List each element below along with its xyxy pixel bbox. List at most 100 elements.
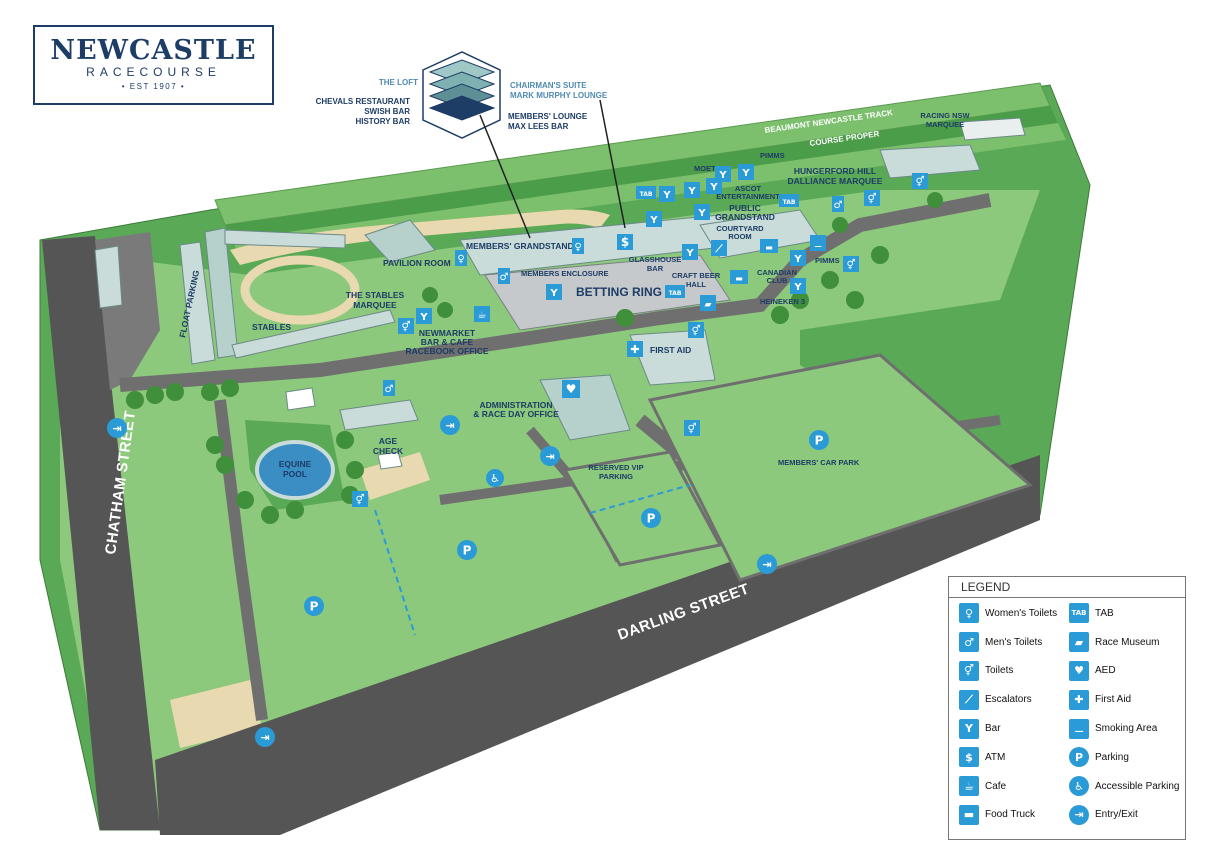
glasshouse-label: GLASSHOUSE (629, 255, 682, 264)
toilets-icon: ⚥ (688, 322, 704, 338)
svg-text:P: P (647, 512, 656, 526)
first-aid-icon: ✚ (1069, 689, 1089, 710)
legend-item: ♂Men's Toilets (959, 628, 1071, 657)
building-float-shed-2 (179, 241, 216, 365)
legend-item: ⇥Entry/Exit (1069, 801, 1181, 830)
food-truck-icon: ▬ (760, 239, 778, 253)
newcastle-racecourse-logo: NEWCASTLE RACECOURSE • EST 1907 • (33, 25, 274, 105)
svg-text:Y: Y (793, 282, 802, 293)
toilets-icon: ⚥ (684, 420, 700, 436)
svg-text:Y: Y (419, 312, 428, 323)
members-car-park-label: MEMBERS' CAR PARK (778, 458, 860, 467)
legend-item-label: Men's Toilets (985, 636, 1043, 648)
bar-icon: Y (659, 186, 675, 202)
svg-text:⚥: ⚥ (401, 321, 410, 333)
svg-text:⚥: ⚥ (915, 176, 924, 188)
legend-item: ♀Women's Toilets (959, 599, 1071, 628)
legend-item: ▬Food Truck (959, 801, 1071, 830)
age-check-label: AGE (379, 436, 398, 446)
parking-icon: P (641, 508, 661, 528)
svg-text:Y: Y (649, 215, 658, 226)
svg-text:CHAIRMAN'S SUITE: CHAIRMAN'S SUITE (510, 81, 587, 90)
bar-icon: Y (959, 718, 979, 739)
svg-text:Y: Y (793, 254, 802, 265)
legend-item: ✚First Aid (1069, 685, 1181, 714)
age-check-path (360, 452, 430, 500)
entry-exit-icon: ⇥ (757, 554, 777, 574)
stables-marquee-label: THE STABLES (346, 290, 405, 300)
legend-item-label: AED (1095, 665, 1116, 677)
building-stables-south (231, 309, 396, 359)
bar-icon: Y (790, 278, 806, 294)
svg-text:⚥: ⚥ (867, 193, 876, 205)
building-stables-block (224, 229, 346, 249)
building-float-sheds (94, 245, 123, 309)
facility-icons: $ ⚥ ⚥ ⚥ ⚥ ⚥ ⚥ ⚥ ♀ ♀ ♂ ♂ ♂ Y Y Y Y Y Y Y … (352, 164, 928, 507)
svg-text:TAB: TAB (669, 290, 682, 297)
svg-text:⇥: ⇥ (260, 731, 269, 744)
bar-icon: Y (416, 308, 432, 324)
logo-established: • EST 1907 • (121, 82, 186, 91)
hungerford-label-2: DALLIANCE MARQUEE (788, 176, 883, 186)
svg-text:Y: Y (718, 170, 727, 181)
accessible-parking-icon: ♿ (486, 469, 504, 487)
members-car-park-lot (647, 353, 1033, 582)
womens-toilet-icon: ♀ (572, 238, 584, 254)
escalator-icon: ⟋ (959, 689, 979, 710)
svg-text:♿: ♿ (490, 472, 500, 485)
admin-label-2: & RACE DAY OFFICE (473, 409, 559, 419)
canadian-club-label-2: CLUB (767, 276, 788, 285)
tab-icon: TAB (1069, 603, 1089, 624)
svg-text:P: P (815, 434, 824, 448)
legend-item: ⚥Toilets (959, 657, 1071, 686)
toilets-icon: ⚥ (864, 190, 880, 206)
vip-dashed-line (589, 484, 691, 514)
betting-ring-label: BETTING RING (576, 285, 662, 299)
svg-text:TAB: TAB (783, 199, 796, 206)
legend-item: ▰ Race Museum (1069, 628, 1181, 657)
tab-icon: TAB (636, 186, 656, 199)
trees (126, 192, 943, 524)
tab-icon: TAB (779, 194, 799, 207)
pimms-top-label: PIMMS (760, 151, 785, 160)
mens-toilet-icon: ♂ (498, 268, 510, 284)
svg-text:☕: ☕ (478, 310, 487, 321)
svg-text:♂: ♂ (500, 272, 509, 283)
newmarket-label: NEWMARKET (419, 328, 476, 338)
building-small-white (285, 387, 316, 411)
smoking-icon: ⚊ (810, 235, 826, 251)
legend-item-label: Smoking Area (1095, 723, 1158, 735)
moet-label: MOET (694, 164, 716, 173)
svg-text:⚥: ⚥ (846, 259, 855, 271)
museum-icon: ▰ (700, 295, 716, 311)
legend-item-label: Race Museum (1095, 636, 1160, 648)
svg-text:Y: Y (697, 208, 706, 219)
svg-text:P: P (310, 600, 319, 614)
mens-toilet-icon: ♂ (832, 196, 844, 212)
internal-road-1 (119, 193, 992, 392)
racing-nsw-label-2: MARQUEE (926, 120, 964, 129)
legend-item: ♥AED (1069, 657, 1181, 686)
legend-item: ♿Accessible Parking (1069, 772, 1181, 801)
entry-exit-icon: ⇥ (255, 727, 275, 747)
svg-text:MEMBERS' LOUNGE: MEMBERS' LOUNGE (508, 112, 588, 121)
stables-label: STABLES (252, 322, 291, 332)
accessible-parking-icon: ♿ (1069, 776, 1089, 797)
building-betting-ring (484, 254, 731, 331)
parking-icon: P (304, 596, 324, 616)
svg-text:⇥: ⇥ (112, 422, 121, 435)
bar-icon: Y (738, 164, 754, 180)
building-racing-nsw (959, 117, 1026, 141)
newmarket-label-2: BAR & CAFE (421, 337, 474, 347)
age-check-label-2: CHECK (373, 446, 404, 456)
entry-exit-icon: ⇥ (440, 415, 460, 435)
museum-icon: ▰ (1069, 632, 1089, 653)
svg-text:⟋: ⟋ (715, 243, 724, 255)
parking-icon: P (809, 430, 829, 450)
parking-icon: P (1069, 747, 1089, 768)
aed-icon: ♥ (562, 380, 580, 398)
pavilion-room-label: PAVILION ROOM (383, 258, 451, 268)
building-age-check (377, 451, 403, 470)
